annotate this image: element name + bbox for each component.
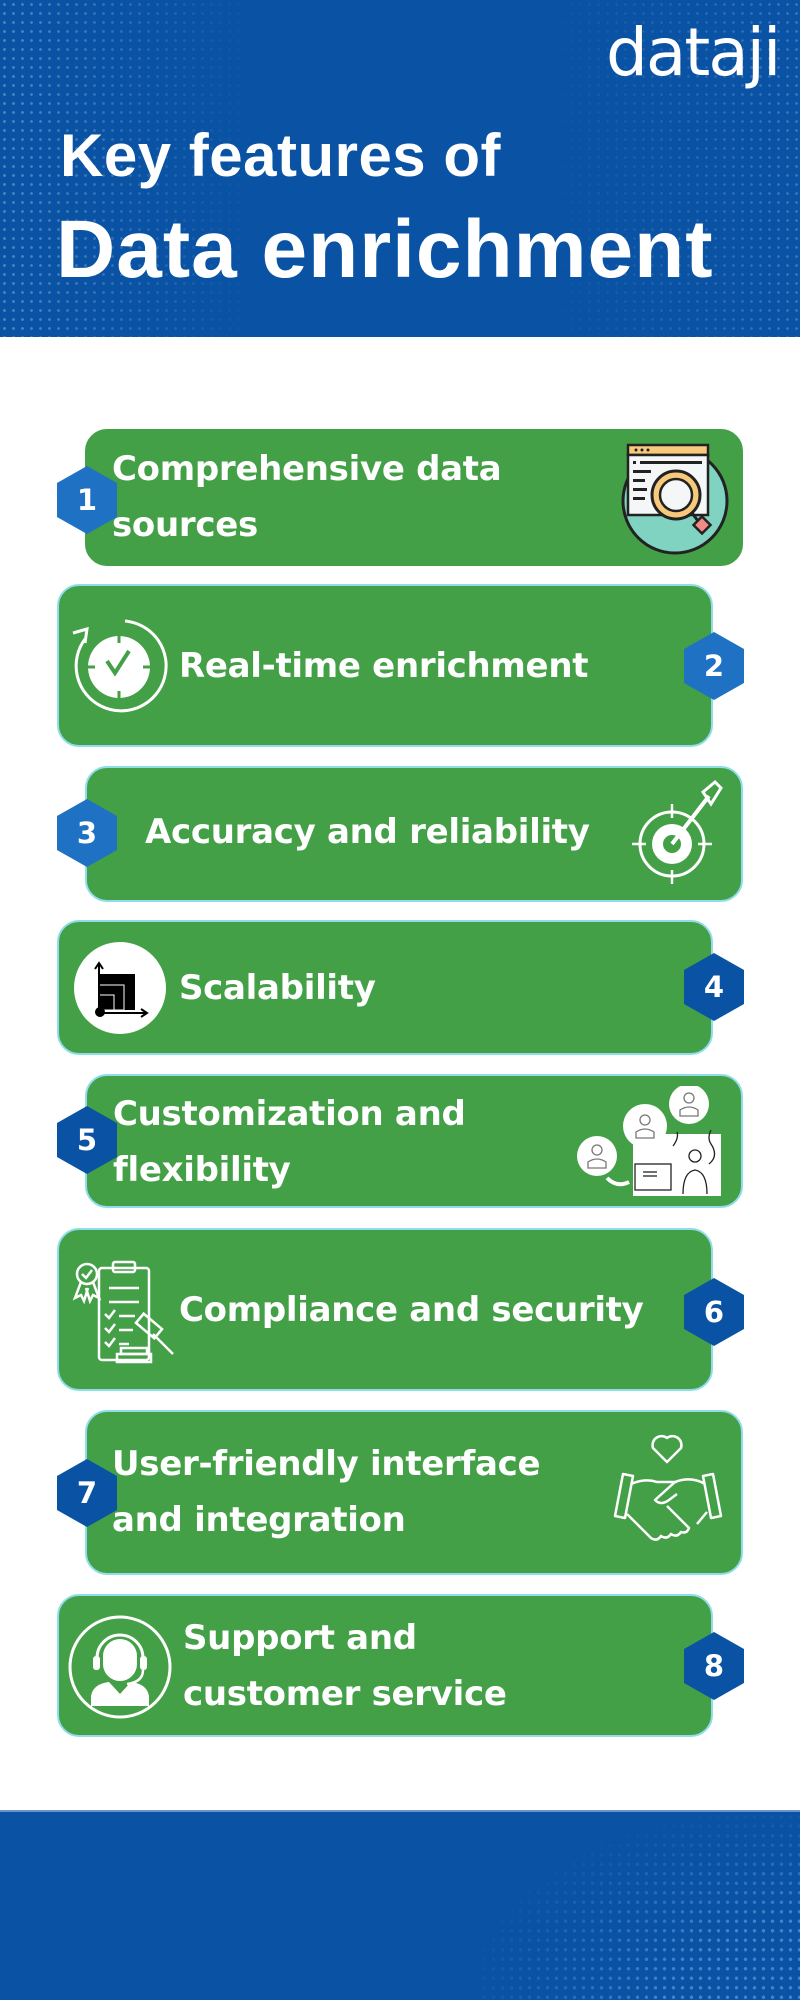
- dot-pattern-decoration: [540, 0, 800, 337]
- dot-pattern-decoration: [0, 0, 260, 337]
- feature-label: Accuracy and reliability: [145, 812, 590, 852]
- feature-card-8: Support and customer service: [57, 1594, 713, 1737]
- feature-number-badge-7: 7: [57, 1459, 117, 1527]
- feature-label: Scalability: [179, 968, 376, 1008]
- feature-label: Support and customer service: [183, 1618, 507, 1714]
- magnifier-document-icon: [621, 443, 729, 555]
- feature-label: User-friendly interface and integration: [112, 1444, 541, 1540]
- handshake-heart-icon: [613, 1434, 723, 1541]
- target-arrow-icon: [632, 779, 723, 884]
- page-title-line2: Data enrichment: [56, 204, 714, 295]
- headset-agent-icon: [68, 1615, 172, 1719]
- feature-label: Comprehensive data sources: [112, 449, 502, 545]
- feature-label: Compliance and security: [179, 1290, 644, 1330]
- dot-pattern-decoration: [480, 1812, 800, 2000]
- brand-logo: dataji: [606, 14, 781, 91]
- header-banner: dataji Key features of Data enrichment: [0, 0, 800, 337]
- clock-refresh-icon: [72, 619, 168, 713]
- feature-card-5: Customization and flexibility: [85, 1074, 743, 1208]
- feature-number-badge-5: 5: [57, 1106, 117, 1174]
- feature-card-2: Real-time enrichment: [57, 584, 713, 747]
- page-title-line1: Key features of: [60, 122, 501, 189]
- users-workstation-icon: [577, 1086, 721, 1196]
- checklist-gavel-icon: [72, 1260, 174, 1364]
- feature-label: Customization and flexibility: [113, 1094, 466, 1190]
- scale-chart-icon: [74, 942, 166, 1034]
- feature-card-1: Comprehensive data sources: [85, 429, 743, 566]
- feature-card-7: User-friendly interface and integration: [85, 1410, 743, 1575]
- feature-card-6: Compliance and security: [57, 1228, 713, 1391]
- feature-number-badge-8: 8: [684, 1632, 744, 1700]
- feature-label: Real-time enrichment: [179, 646, 589, 686]
- feature-card-4: Scalability: [57, 920, 713, 1055]
- feature-card-3: Accuracy and reliability: [85, 766, 743, 902]
- footer-banner: [0, 1810, 800, 2000]
- feature-number-badge-6: 6: [684, 1278, 744, 1346]
